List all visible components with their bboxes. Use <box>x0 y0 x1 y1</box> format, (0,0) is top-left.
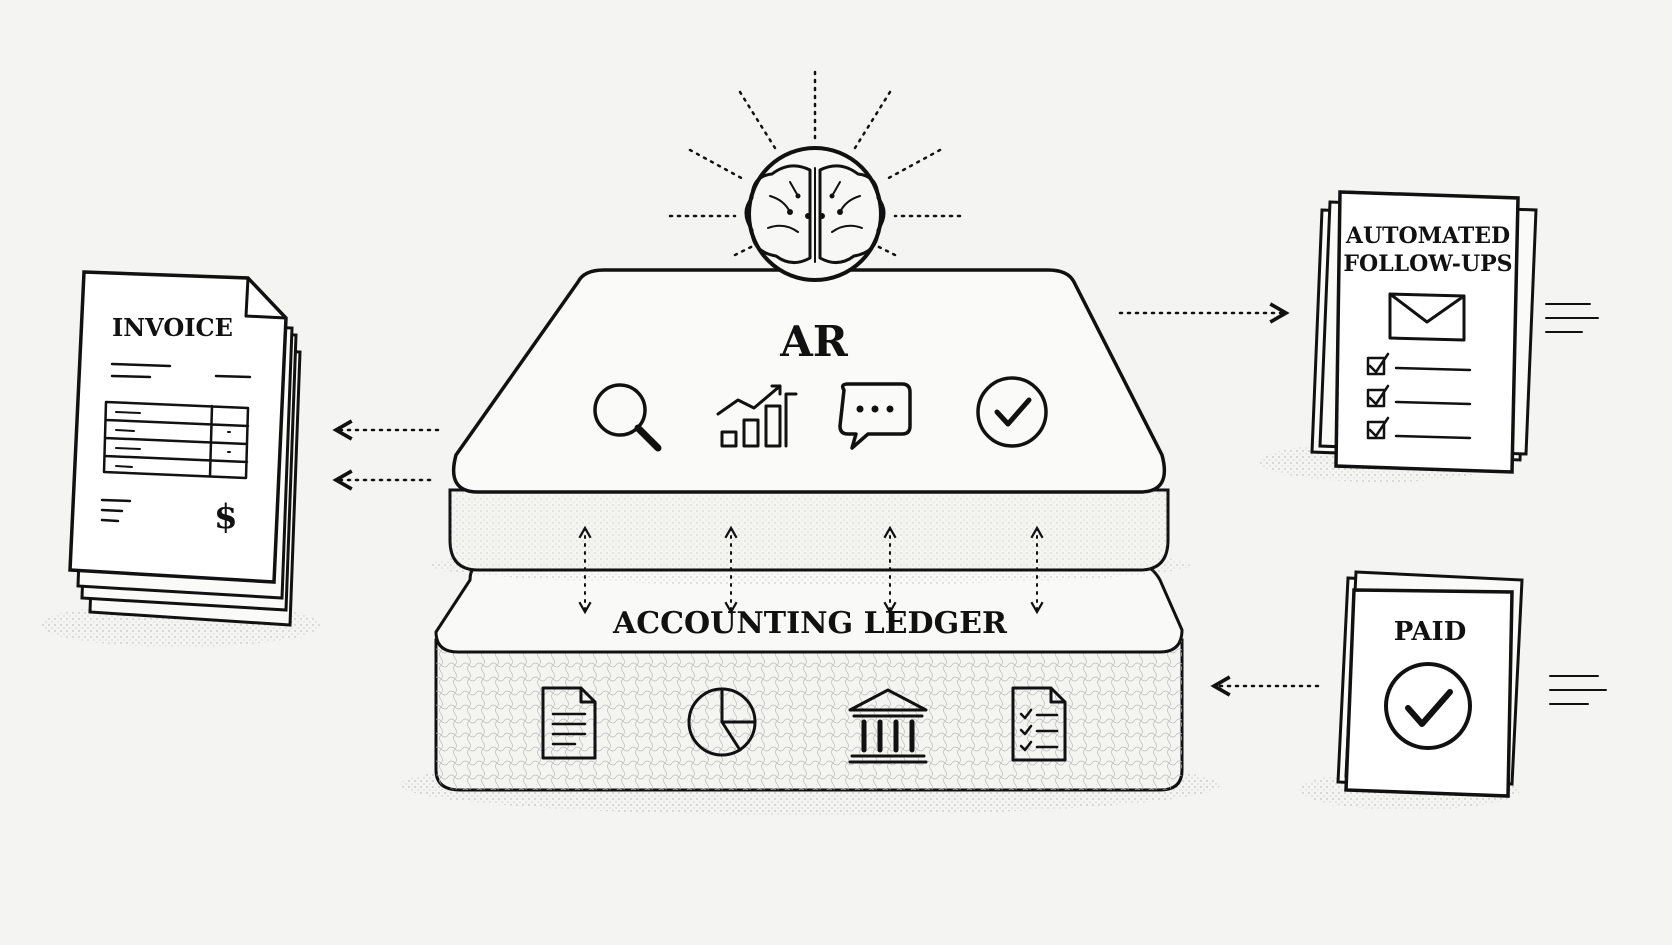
checkbox-list <box>1366 352 1472 440</box>
accounting-ledger-platform: ACCOUNTING LEDGER <box>400 560 1220 815</box>
check-circle-icon <box>1384 662 1472 750</box>
invoice-line-items-table <box>102 400 250 480</box>
arrows-to-invoice <box>332 419 440 491</box>
invoice-document-stack: INVOICE $ <box>40 270 320 647</box>
pie-chart-icon <box>687 687 757 757</box>
follow-ups-title-line2: FOLLOW-UPS <box>1343 251 1512 277</box>
ar-label: AR <box>779 317 849 366</box>
chat-bubble-icon <box>838 382 912 450</box>
brain-icon <box>668 70 962 282</box>
search-icon <box>593 383 662 452</box>
envelope-icon <box>1388 292 1466 342</box>
automated-follow-ups-card: AUTOMATED FOLLOW-UPS <box>1260 190 1599 482</box>
invoice-currency-symbol: $ <box>214 497 238 537</box>
ar-platform: AR <box>430 268 1190 585</box>
check-circle-icon <box>976 376 1048 448</box>
checklist-icon <box>1011 686 1067 762</box>
follow-ups-title-line1: AUTOMATED <box>1345 223 1510 249</box>
paid-title: PAID <box>1394 617 1467 647</box>
growth-chart-icon <box>716 384 798 448</box>
bank-icon <box>848 688 928 764</box>
sync-arrows <box>578 525 1044 615</box>
document-icon <box>541 686 597 760</box>
ledger-label: ACCOUNTING LEDGER <box>612 606 1008 641</box>
invoice-title: INVOICE <box>112 313 233 342</box>
paid-card: PAID <box>1300 570 1607 810</box>
